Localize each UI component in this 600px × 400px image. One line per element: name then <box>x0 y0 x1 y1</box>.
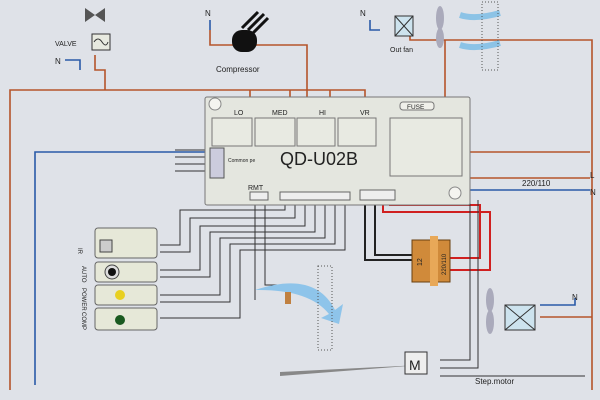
indicator-ir-label: IR <box>76 248 82 255</box>
indicator-auto-label: AUTO <box>80 266 86 283</box>
board-model-label: QD-U02B <box>280 149 358 169</box>
out-fan-label: Out fan <box>390 47 413 54</box>
step-motor-m-glyph: M <box>409 357 421 373</box>
line-l-label: L <box>590 171 595 180</box>
louver <box>280 365 420 376</box>
compressor-symbol: Compressor N <box>205 9 270 74</box>
power-supply-label: 220/110 <box>522 179 551 188</box>
indoor-fan-n-label: N <box>572 293 578 302</box>
evaporator-coil <box>317 265 333 351</box>
common-pin-label: Common pe <box>228 158 255 164</box>
line-n-label: N <box>590 188 596 197</box>
relay-label-lo: LO <box>234 110 244 117</box>
step-motor-symbol: M Step.motor <box>404 351 514 386</box>
relay-label-vr: VR <box>360 110 370 117</box>
fuse-label: FUSE <box>407 104 425 111</box>
transformer-high-label: 220/110 <box>442 253 448 275</box>
out-fan-symbol: Out fan N <box>360 1 501 71</box>
valve-label: VALVE <box>55 41 77 48</box>
control-board: LO MED HI VR FUSE Common pe QD-U02B RMT <box>204 96 471 206</box>
transformer: 12 220/110 <box>411 236 451 286</box>
blue-wires <box>34 20 590 385</box>
valve-n-label: N <box>55 57 61 66</box>
step-motor-label: Step.motor <box>475 377 514 386</box>
indicator-panel: IR AUTO POWER COMP <box>76 227 158 331</box>
airflow-arrow <box>255 283 343 324</box>
brown-wires <box>9 30 593 390</box>
transformer-low-label: 12 <box>417 258 424 266</box>
indicator-comp-label: COMP <box>80 312 86 330</box>
compressor-label: Compressor <box>216 65 260 74</box>
relay-label-hi: HI <box>319 110 326 117</box>
rmt-label: RMT <box>248 185 264 192</box>
relay-label-med: MED <box>272 110 288 117</box>
valve-symbol: VALVE N <box>55 8 111 66</box>
temperature-sensor <box>285 292 291 304</box>
indicator-power-label: POWER <box>80 288 86 311</box>
compressor-n-label: N <box>205 9 211 18</box>
relays <box>211 117 463 177</box>
indoor-fan-symbol: N <box>486 288 578 334</box>
out-fan-n-label: N <box>360 9 366 18</box>
